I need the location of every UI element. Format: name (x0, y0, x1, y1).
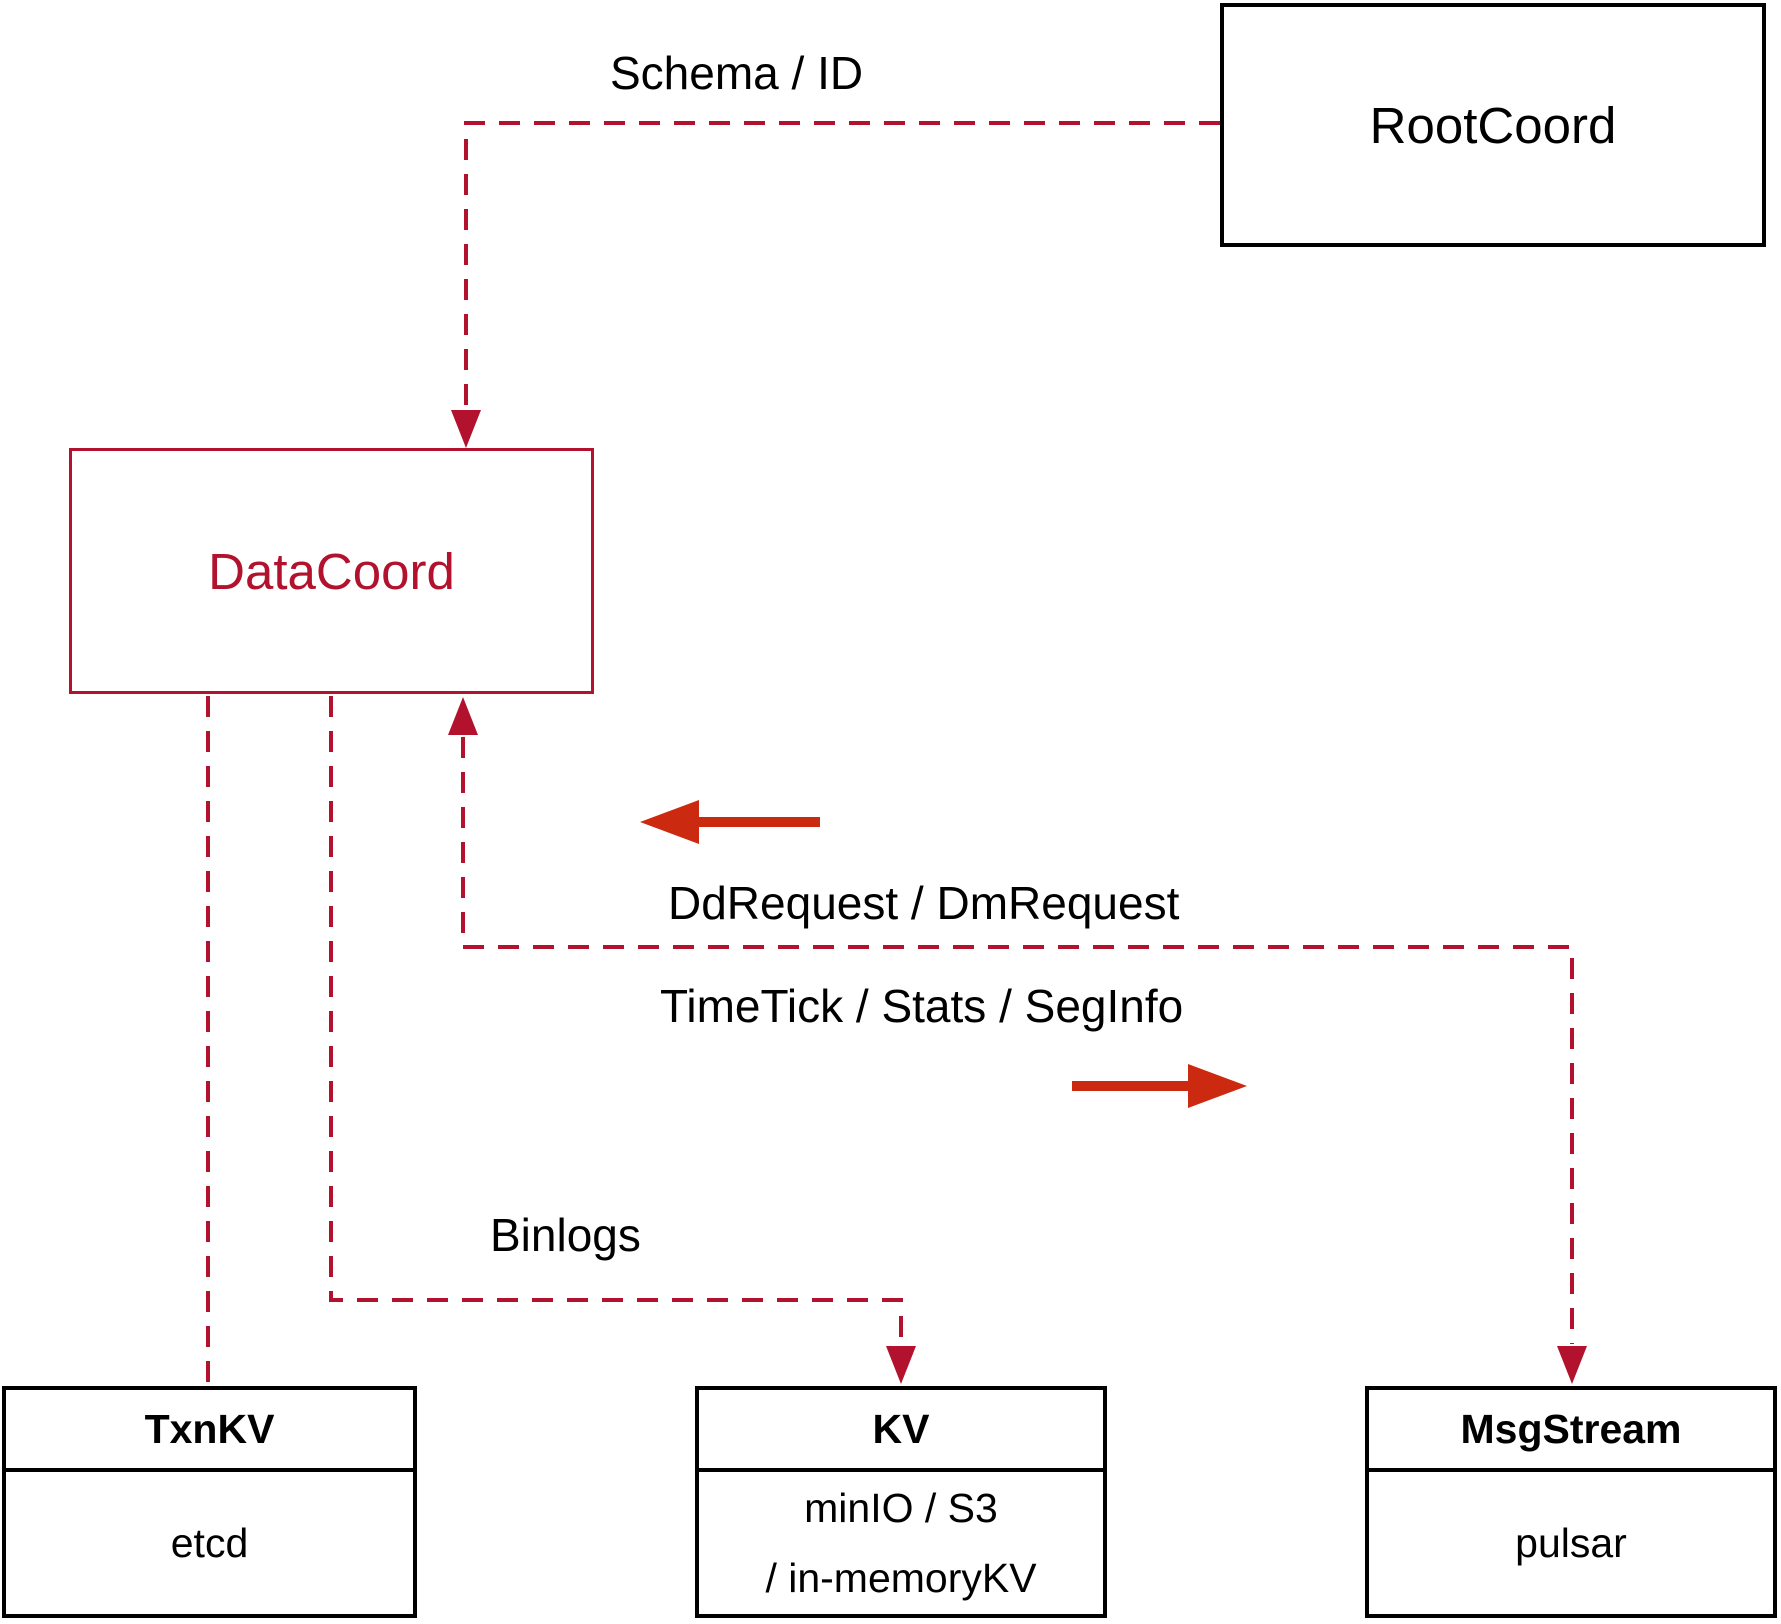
msgstream-body: pulsar (1515, 1520, 1627, 1566)
arrowhead-down-into-kv (886, 1346, 916, 1384)
kv-body: minIO / S3 / in-memoryKV (699, 1472, 1103, 1614)
node-datacoord: DataCoord (69, 448, 594, 694)
edge-label-binlogs: Binlogs (490, 1209, 641, 1261)
edge-label-ddrequest-dmrequest: DdRequest / DmRequest (668, 877, 1180, 929)
txnkv-header: TxnKV (6, 1390, 413, 1472)
edge-label-timetick-stats-seginfo: TimeTick / Stats / SegInfo (660, 980, 1184, 1032)
datacoord-label: DataCoord (208, 542, 455, 600)
edge-msgstream-to-datacoord (461, 737, 1574, 1344)
left-arrow-head (640, 800, 699, 844)
edge-label-schema-id: Schema / ID (610, 47, 864, 99)
node-txnkv: TxnKV etcd (2, 1386, 417, 1618)
txnkv-body: etcd (170, 1520, 249, 1566)
node-rootcoord: RootCoord (1220, 3, 1766, 247)
edge-rootcoord-to-datacoord (464, 121, 1220, 438)
kv-header: KV (699, 1390, 1103, 1472)
node-kv: KV minIO / S3 / in-memoryKV (695, 1386, 1107, 1618)
rootcoord-label: RootCoord (1369, 96, 1617, 154)
edge-datacoord-to-kv (329, 696, 903, 1344)
right-arrow-head (1188, 1064, 1247, 1108)
arrowhead-down-into-msgstream (1557, 1346, 1587, 1384)
arrowhead-down-into-datacoord (451, 410, 481, 448)
kv-body-line1: minIO / S3 (804, 1485, 998, 1531)
node-msgstream: MsgStream pulsar (1365, 1386, 1777, 1618)
arrowhead-up-into-datacoord (448, 697, 478, 735)
msgstream-header: MsgStream (1369, 1390, 1773, 1472)
kv-body-line2: / in-memoryKV (765, 1555, 1037, 1601)
